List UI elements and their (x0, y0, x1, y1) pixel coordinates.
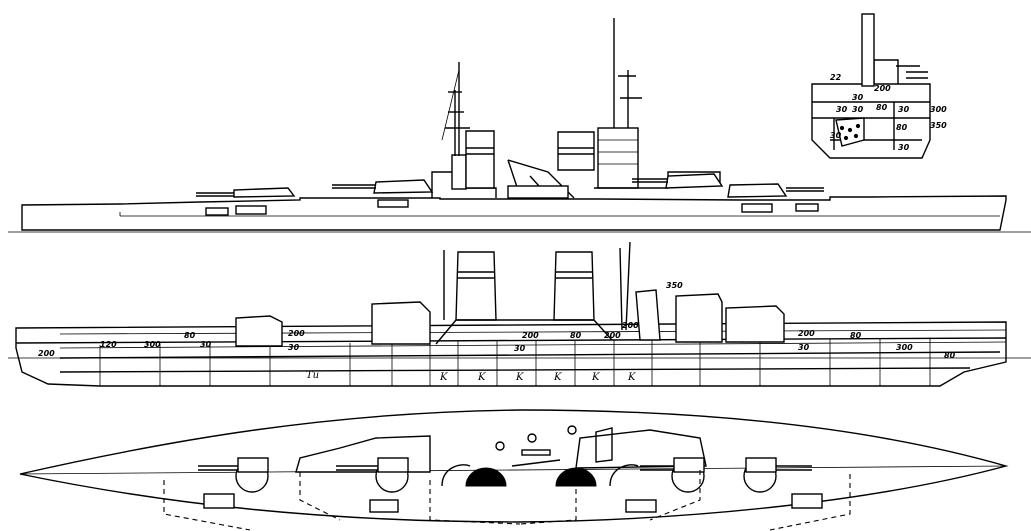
armour-label: 200 (522, 331, 539, 340)
turret-c (632, 173, 724, 189)
frame-bulkheads (99, 338, 931, 386)
section-label: 30 (852, 93, 864, 102)
section-label: 350 (930, 121, 947, 130)
boiler-room-label: K (477, 372, 486, 383)
section-label: 30 (830, 131, 842, 140)
armour-label: 200 (798, 329, 815, 338)
armour-label: 200 (622, 321, 639, 330)
section-label: 30 (852, 105, 864, 114)
turret-d (727, 183, 824, 198)
boiler-room-label: K (591, 372, 600, 383)
boiler-room-label: K (553, 372, 562, 383)
boiler-room-label: K (515, 372, 524, 383)
plan-turret-b (336, 457, 409, 493)
armour-label: 200 (38, 349, 55, 358)
side-bulges (163, 470, 851, 531)
turbine-room-label: Tu (306, 370, 319, 381)
outboard-profile (8, 18, 1031, 233)
hull-profile (21, 195, 1007, 231)
plan-view (19, 409, 1009, 531)
turret-a (196, 187, 296, 198)
armour-label: 80 (184, 331, 196, 340)
section-label: 30 (898, 105, 910, 114)
armour-label: 200 (288, 329, 305, 338)
section-label: 200 (874, 84, 891, 93)
section-label: 80 (876, 103, 888, 112)
mainmast (597, 18, 642, 189)
armour-label: 80 (944, 351, 956, 360)
section-label: 30 (836, 105, 848, 114)
boiler-room-label: K (627, 372, 636, 383)
armour-label: 300 (144, 340, 161, 349)
armour-label: 80 (850, 331, 862, 340)
turret-b (332, 179, 434, 194)
armour-profile: K K K K K K Tu 350 80 80 120 200 300 30 … (8, 241, 1031, 387)
armour-label: 30 (798, 343, 810, 352)
plan-turret-a (198, 457, 269, 493)
foremast (441, 62, 470, 156)
section-label: 300 (930, 105, 947, 114)
section-label: 22 (830, 73, 842, 82)
armour-label: 200 (604, 331, 621, 340)
armour-label: 80 (570, 331, 582, 340)
armour-label: 30 (514, 344, 526, 353)
armour-label: 120 (100, 340, 117, 349)
midship-cross-section: 22 200 30 30 30 30 300 350 80 30 80 30 (811, 13, 947, 159)
plan-turret-d (743, 457, 812, 493)
armour-label: 300 (896, 343, 913, 352)
boiler-room-label: K (439, 372, 448, 383)
armour-label: 350 (666, 281, 683, 290)
plan-turret-c (640, 457, 705, 493)
funnel-forward (465, 130, 495, 189)
armour-label: 30 (288, 343, 300, 352)
funnel-aft (557, 131, 595, 171)
section-label: 80 (896, 123, 908, 132)
boat-crane (507, 159, 575, 199)
armour-label: 30 (200, 340, 212, 349)
section-label: 30 (898, 143, 910, 152)
